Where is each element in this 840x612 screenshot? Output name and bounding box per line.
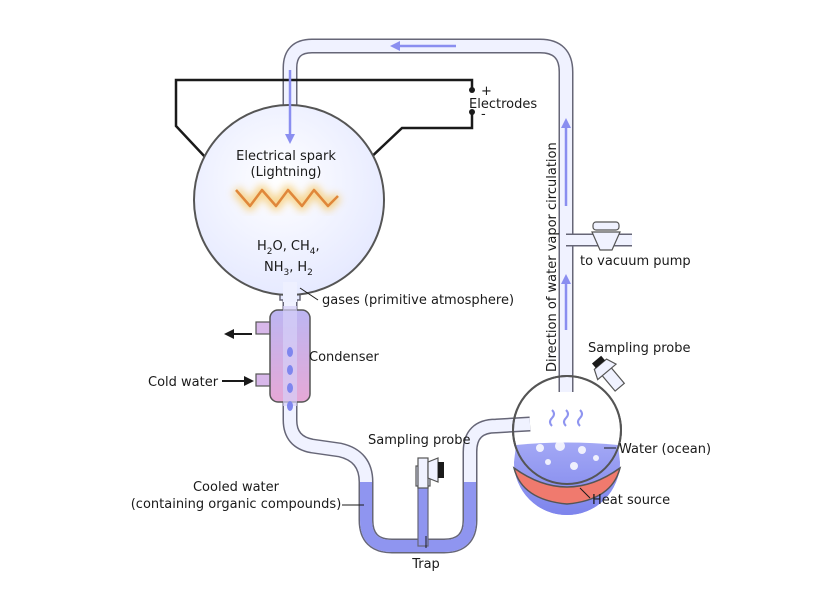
vapor-squiggles xyxy=(549,409,583,427)
electrodes-label: Electrodes xyxy=(469,97,537,112)
flow-arrows xyxy=(285,41,571,330)
condenser-label: Condenser xyxy=(309,350,380,365)
flask-sampling-probe xyxy=(591,355,626,392)
reaction-flask xyxy=(193,104,385,302)
plus-sign: + xyxy=(481,84,492,99)
condenser-jacket xyxy=(255,306,311,406)
heat-source-label: Heat source xyxy=(592,493,670,508)
trap-sampling-probe-label: Sampling probe xyxy=(368,433,471,448)
cold-water-label: Cold water xyxy=(148,375,219,390)
water-ocean-label: Water (ocean) xyxy=(619,442,711,457)
minus-sign: - xyxy=(481,107,486,122)
electrode-terminal-plus xyxy=(469,87,475,93)
gas-formula-line1: H2O,CH4, xyxy=(257,239,320,257)
spark-label-line2: (Lightning) xyxy=(251,165,322,180)
electrical-spark xyxy=(232,185,342,211)
vacuum-pump-label: to vacuum pump xyxy=(580,254,691,269)
cooled-water-label-line2: (containing organic compounds) xyxy=(131,497,342,512)
cold-water-arrows xyxy=(222,329,254,386)
bubbles xyxy=(536,441,599,470)
cooled-water-label-line1: Cooled water xyxy=(193,480,280,495)
leader-lines xyxy=(299,287,616,548)
gases-label: gases (primitive atmosphere) xyxy=(322,293,514,308)
electrode-terminal-minus xyxy=(469,109,475,115)
trap-label: Trap xyxy=(411,557,440,572)
vacuum-stopcock xyxy=(591,221,621,251)
flask-sampling-probe-label: Sampling probe xyxy=(588,341,691,356)
gas-formula-line2: NH3,H2 xyxy=(264,260,313,278)
spark-label-line1: Electrical spark xyxy=(236,149,336,164)
trap-sampling-probe xyxy=(415,457,444,489)
condensed-drops xyxy=(287,347,293,411)
circulation-label: Direction of water vapor circulation xyxy=(545,142,560,372)
